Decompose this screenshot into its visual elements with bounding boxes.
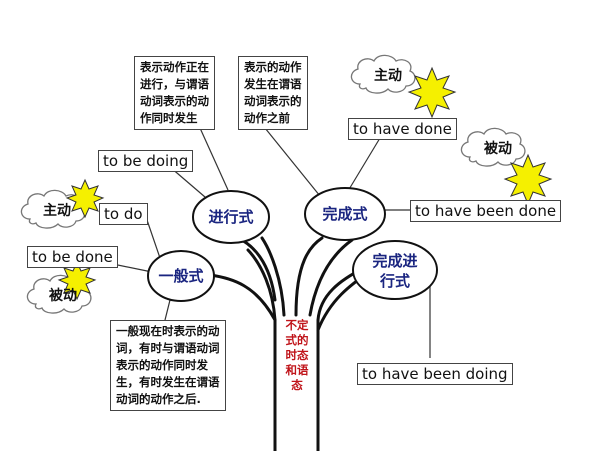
perfect-label: 完成式 [322, 205, 368, 223]
cloud-icon [460, 127, 526, 167]
oval-perfect-progressive [352, 240, 438, 300]
progressive-note: 表示动作正在 进行，与谓语 动词表示的动 作同时发生 [134, 56, 215, 130]
trunk-label: 不定 式的 时态 和语 态 [285, 318, 309, 392]
oval-perfect [304, 187, 386, 241]
form-to-be-doing: to be doing [98, 150, 194, 172]
sun-icon [407, 66, 457, 119]
perfect-progressive-label: 完成进 行式 [372, 252, 418, 290]
sun-icon [57, 260, 97, 301]
form-to-have-been-done: to have been done [410, 200, 562, 222]
cloud-icon [350, 54, 416, 94]
voice-passive-label: 被动 [484, 141, 512, 157]
progressive-label: 进行式 [208, 208, 254, 226]
voice-active-label: 主动 [374, 68, 402, 84]
oval-progressive [192, 190, 270, 244]
simple-label: 一般式 [158, 267, 204, 285]
perfect-note: 表示的动作 发生在谓语 动词表示的 动作之前 [238, 56, 308, 130]
sun-icon [65, 178, 105, 219]
form-to-be-done: to be done [27, 246, 118, 268]
oval-simple [147, 250, 215, 302]
voice-active-label: 主动 [43, 203, 71, 219]
form-to-do: to do [99, 203, 148, 225]
form-to-have-been-doing: to have been doing [357, 363, 513, 385]
form-to-have-done: to have done [348, 118, 457, 140]
voice-passive-label: 被动 [49, 288, 77, 304]
simple-note: 一般现在时表示的动 词，有时与谓语动词 表示的动作同时发 生，有时发生在谓语 动… [110, 320, 226, 411]
